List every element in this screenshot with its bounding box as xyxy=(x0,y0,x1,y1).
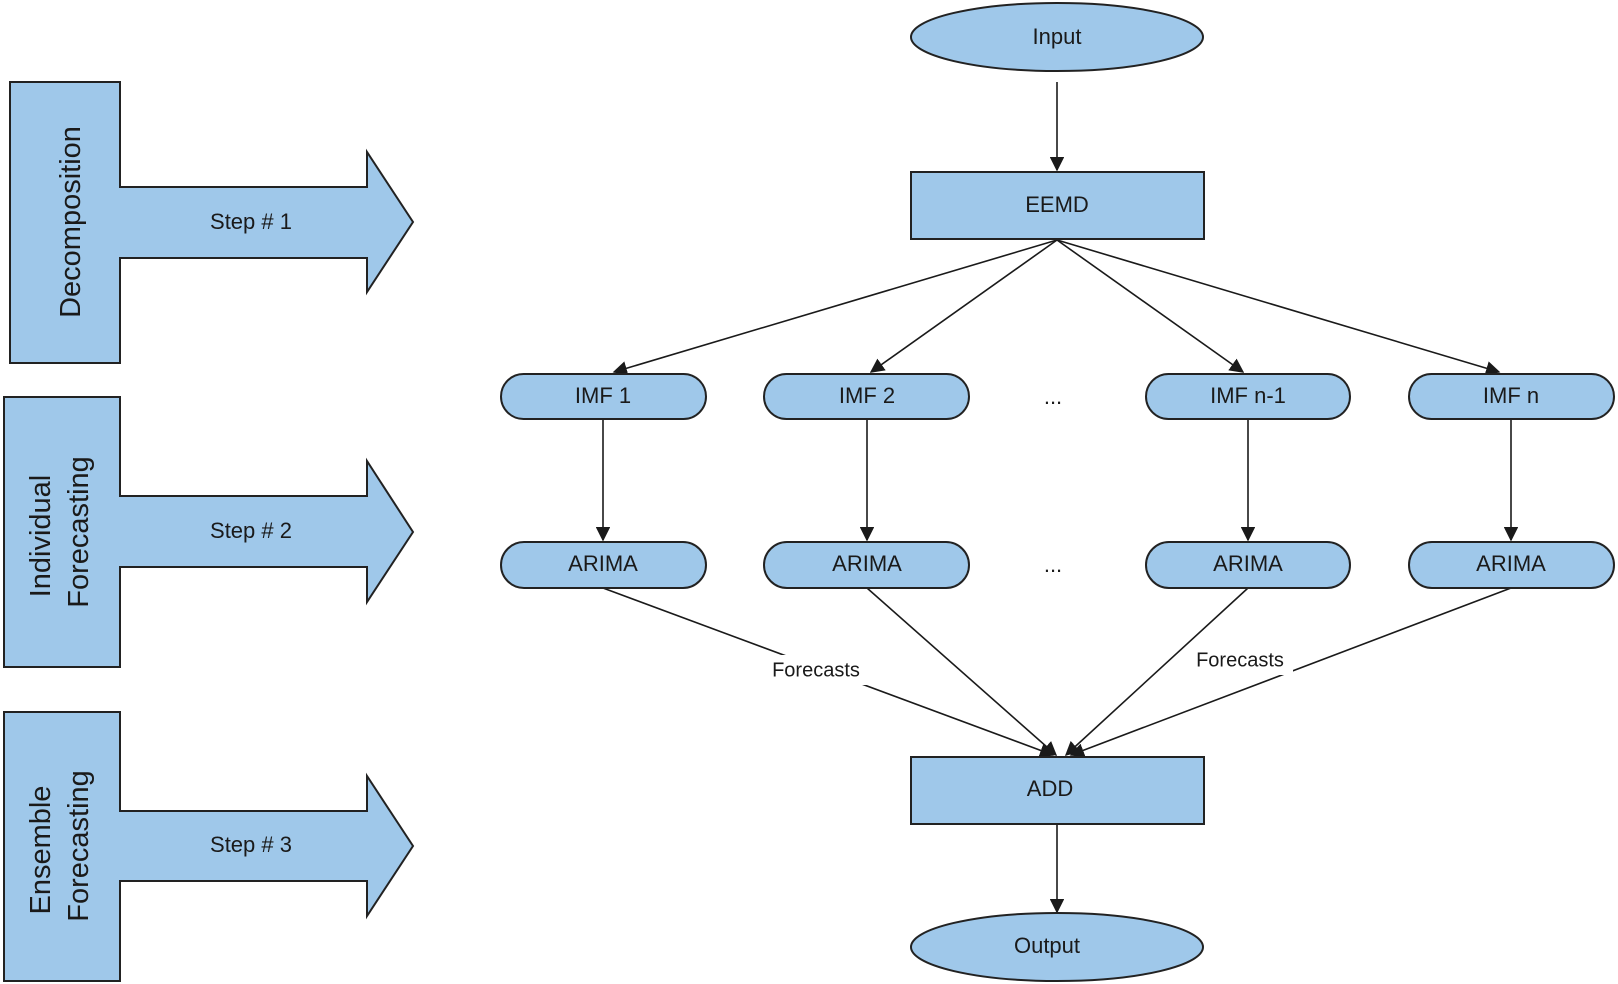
step-3-title: Ensemble Forecasting xyxy=(25,770,95,922)
edge-labels: Forecasts Forecasts xyxy=(763,645,1293,685)
imf-label-4: IMF n xyxy=(1483,383,1539,408)
edge-arima2-add xyxy=(866,587,1058,756)
edge-eemd-imfn xyxy=(1056,239,1501,376)
edge-arima3-add xyxy=(1064,587,1249,756)
step-2-title: Individual Forecasting xyxy=(25,456,95,608)
edge-label-forecasts-1: Forecasts xyxy=(772,659,860,681)
imf-node-4 xyxy=(1408,373,1615,420)
output-label: Output xyxy=(1014,933,1080,958)
imf-label-1: IMF 1 xyxy=(575,383,631,408)
input-label: Input xyxy=(1033,24,1082,49)
add-box xyxy=(910,756,1205,825)
edge-eemd-imf2 xyxy=(869,239,1058,373)
node-add: ADD xyxy=(910,756,1205,825)
step-3-title-line-2: Forecasting xyxy=(63,770,95,922)
step-2-panel: Individual Forecasting Step # 2 xyxy=(3,396,415,668)
output-ellipse xyxy=(910,912,1204,982)
imf-row: IMF 1 IMF 2 ... IMF n-1 IMF n xyxy=(500,373,1615,420)
edge-label-bg-2 xyxy=(1187,645,1293,675)
arima-label-4: ARIMA xyxy=(1476,551,1546,576)
edge-eemd-imf1 xyxy=(612,239,1058,376)
step-1-title: Decomposition xyxy=(55,126,87,318)
arima-label-2: ARIMA xyxy=(832,551,902,576)
step-1-label: Step # 1 xyxy=(210,209,292,234)
arima-node-1 xyxy=(500,541,707,589)
edge-label-forecasts-2: Forecasts xyxy=(1196,649,1284,671)
imf-node-3 xyxy=(1145,373,1351,420)
step-1-arrow-shape xyxy=(9,81,415,364)
node-eemd: EEMD xyxy=(910,171,1205,240)
eemd-label: EEMD xyxy=(1025,192,1089,217)
add-label: ADD xyxy=(1027,776,1073,801)
edge-label-bg-1 xyxy=(763,655,869,685)
step-1-title-line-1: Decomposition xyxy=(55,126,87,318)
imf-node-1 xyxy=(500,373,707,420)
arima-node-3 xyxy=(1145,541,1351,589)
arima-row: ARIMA ARIMA ... ARIMA ARIMA xyxy=(500,541,1615,589)
eemd-box xyxy=(910,171,1205,240)
arima-label-1: ARIMA xyxy=(568,551,638,576)
input-ellipse xyxy=(910,2,1204,72)
imf-label-3: IMF n-1 xyxy=(1210,383,1286,408)
step-3-arrow-shape xyxy=(3,711,415,982)
node-input: Input xyxy=(910,2,1204,72)
imf-ellipsis: ... xyxy=(1044,384,1062,409)
imf-label-2: IMF 2 xyxy=(839,383,895,408)
node-output: Output xyxy=(910,912,1204,982)
imf-node-2 xyxy=(763,373,970,420)
step-1-panel: Decomposition Step # 1 xyxy=(9,81,415,364)
step-3-label: Step # 3 xyxy=(210,832,292,857)
step-2-title-line-1: Individual xyxy=(25,475,57,598)
arima-label-3: ARIMA xyxy=(1213,551,1283,576)
step-2-title-line-2: Forecasting xyxy=(63,456,95,608)
step-3-panel: Ensemble Forecasting Step # 3 xyxy=(3,711,415,982)
step-3-title-line-1: Ensemble xyxy=(25,786,57,915)
arima-ellipsis: ... xyxy=(1044,552,1062,577)
step-2-arrow-shape xyxy=(3,396,415,668)
arima-node-2 xyxy=(763,541,970,589)
step-2-label: Step # 2 xyxy=(210,518,292,543)
edge-eemd-imfn1 xyxy=(1056,239,1245,373)
arima-node-4 xyxy=(1408,541,1615,589)
